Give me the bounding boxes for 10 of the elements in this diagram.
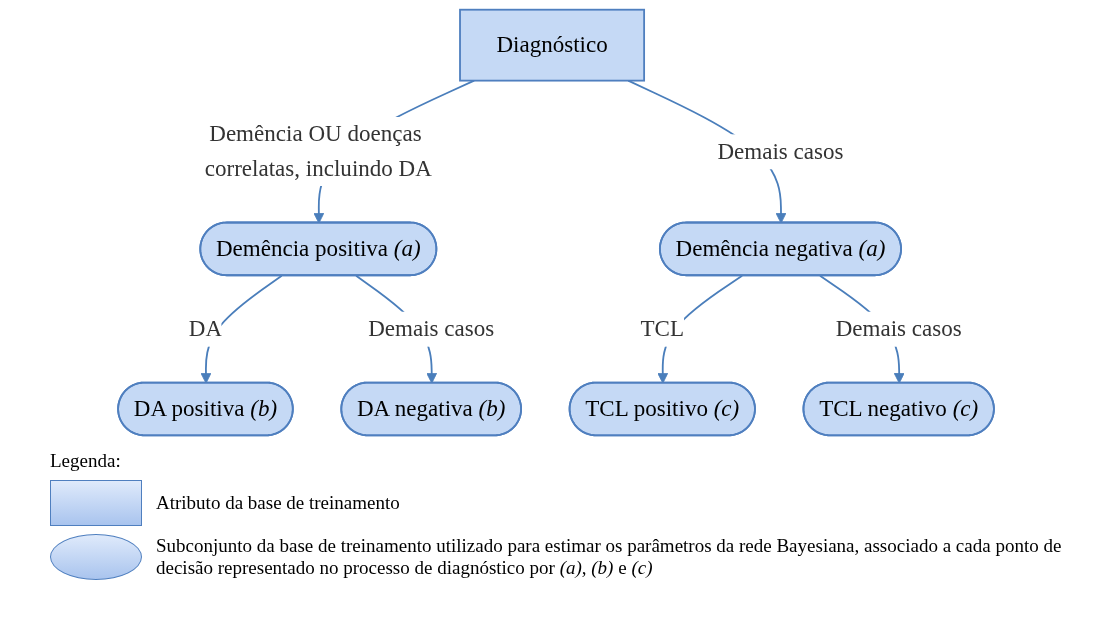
edge-label: Demais casos (367, 315, 494, 341)
edge-label: Demais casos (835, 315, 962, 341)
edge-label: DA (188, 315, 222, 341)
edge-label: Demência OU doenças correlatas, incluindo DA (204, 120, 432, 181)
legend-text: Atributo da base de treinamento (156, 492, 400, 514)
legend-text: Subconjunto da base de treinamento utilizado para estimar os parâmetros da rede Bayesiana, associado a cada ponto de decisão representado no processo de diagnóstico por (a), (b) e (c) (156, 535, 1063, 579)
edge-label: Demais casos (716, 137, 843, 164)
edge-label: TCL (640, 315, 684, 341)
node-box: Diagnóstico (458, 8, 645, 82)
legend-title: Legenda: (50, 450, 122, 472)
